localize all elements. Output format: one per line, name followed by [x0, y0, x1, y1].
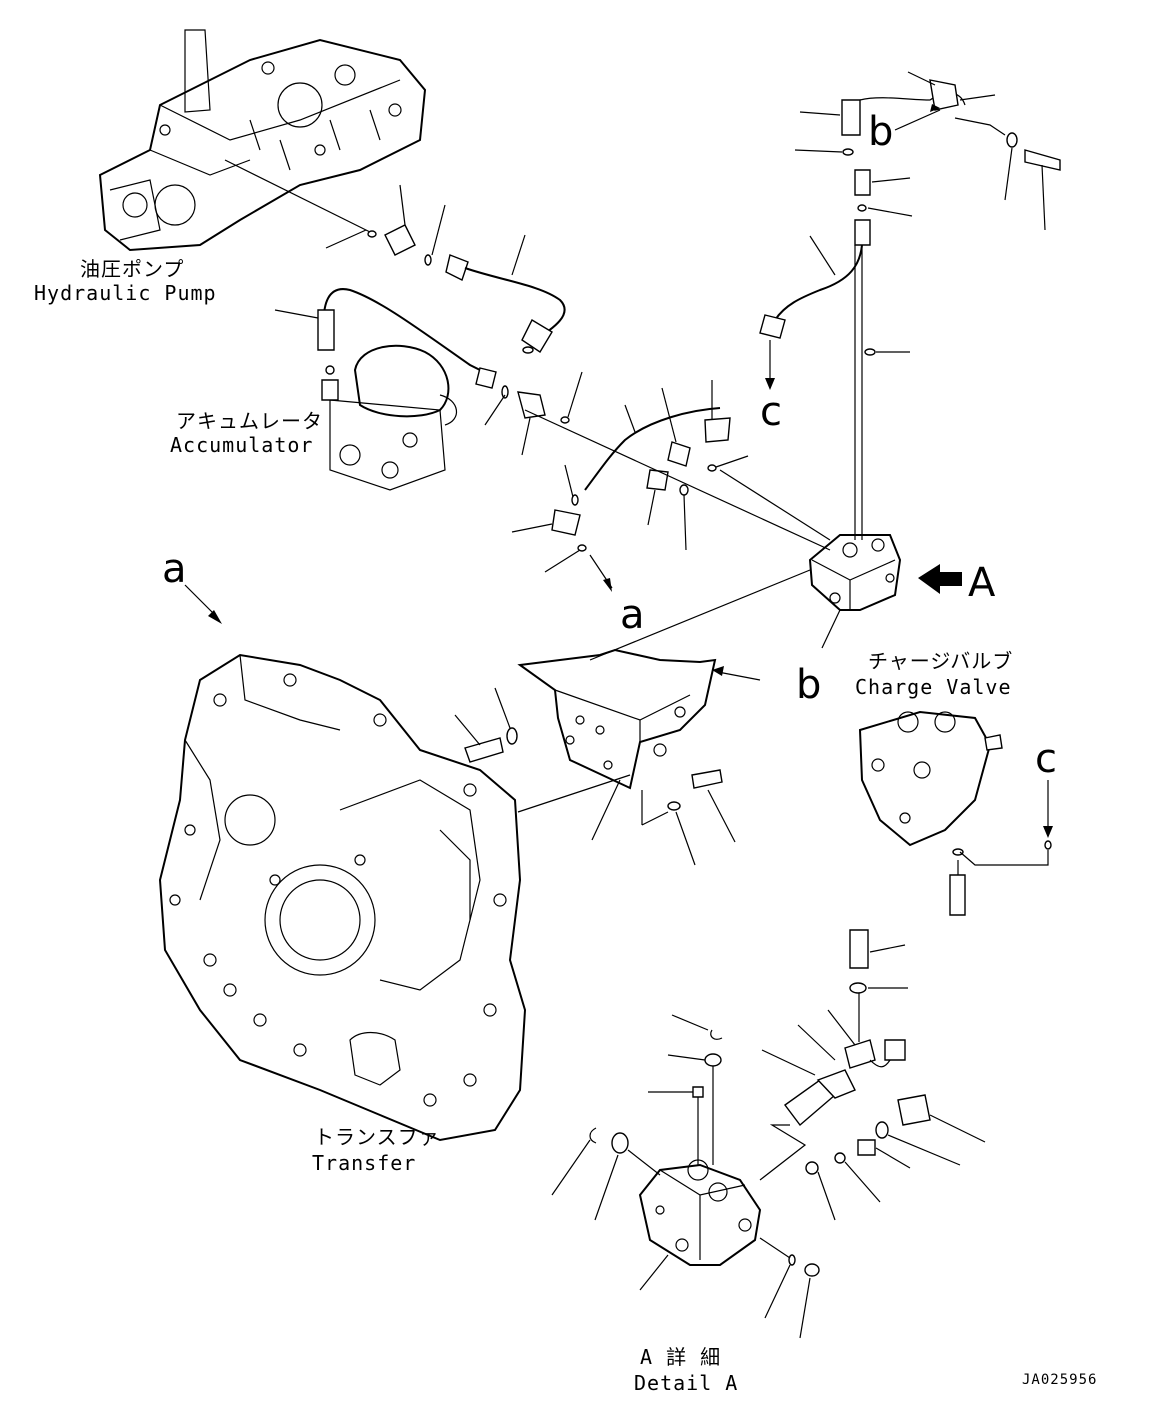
detail-a-label-jp: A 詳 細: [640, 1345, 721, 1369]
transfer-drawing: [158, 653, 527, 1142]
hydraulic-pump-label-jp: 油圧ポンプ: [80, 257, 184, 281]
ref-a-bottom: a: [620, 592, 645, 638]
hydraulic-pump-label-en: Hydraulic Pump: [34, 281, 217, 305]
charge-valve-label-jp: チャージバルブ: [868, 649, 1013, 673]
ref-c-valve: c: [1035, 736, 1057, 782]
drawing-code: JA025956: [1022, 1372, 1097, 1388]
pressure-switch-assembly: b c: [759, 71, 1061, 540]
transfer-label-jp: トランスファ: [314, 1125, 440, 1149]
transfer-label-en: Transfer: [312, 1151, 416, 1175]
view-a-label: A: [968, 560, 996, 606]
charge-valve-label-en: Charge Valve: [855, 675, 1012, 699]
ref-a-top: a: [162, 546, 187, 592]
ref-b-bracket: b: [796, 662, 821, 708]
ref-b-top: b: [868, 109, 893, 155]
view-a-arrow: [918, 564, 962, 594]
detail-a-label-en: Detail A: [634, 1371, 738, 1395]
accumulator-drawing: [321, 344, 457, 491]
accumulator-hose: [274, 288, 497, 389]
charge-valve-detail: c: [858, 710, 1057, 916]
hydraulic-pump-drawing: [98, 29, 427, 252]
ref-a-arrowhead: [603, 578, 612, 592]
charge-valve-hoses: [484, 371, 831, 573]
ref-c-top: c: [760, 389, 782, 435]
accumulator-label-jp: アキュムレータ: [176, 409, 323, 433]
valve-bracket: b: [454, 569, 821, 866]
accumulator-label-en: Accumulator: [170, 433, 313, 457]
pump-hose-assembly: [224, 159, 566, 354]
charge-valve-body: [808, 534, 902, 649]
detail-a-drawing: [551, 929, 986, 1339]
